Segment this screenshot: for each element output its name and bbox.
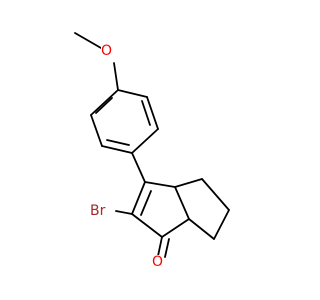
bond-alkene-double-inner xyxy=(140,190,152,216)
bond-cyclopentane-1 xyxy=(174,178,203,188)
bond-bromine-carbon xyxy=(115,210,133,215)
bond-aryl-double-2 xyxy=(106,139,130,146)
bond-aryl-5 xyxy=(146,96,159,130)
bond-alkene-double xyxy=(131,181,146,215)
bond-aryl-6 xyxy=(117,89,148,98)
molecule-canvas: O Br O xyxy=(74,32,230,270)
bond-cyclopentane-2 xyxy=(201,178,230,211)
bond-carbonyl-oxygen xyxy=(157,236,163,257)
bond-aryl-3 xyxy=(101,145,133,154)
molecule-structure xyxy=(74,32,230,258)
bond-ring-fusion-top xyxy=(174,186,190,220)
bond-aryl-1 xyxy=(90,89,119,116)
bond-aryl-double-1 xyxy=(95,97,113,114)
bond-cyclopentane-3 xyxy=(213,209,230,240)
methoxy-oxygen-label: O xyxy=(101,43,113,59)
bromine-label: Br xyxy=(90,203,106,219)
bond-methyl-oxygen xyxy=(74,32,102,49)
bond-alkene-single xyxy=(144,181,176,188)
bond-cyclopentane-4 xyxy=(188,218,215,240)
bond-aryl-double-3 xyxy=(141,100,151,126)
bond-aryl-to-ring xyxy=(131,152,146,183)
bond-carbonyl-oxygen-double xyxy=(164,238,170,258)
carbonyl-oxygen-label: O xyxy=(152,254,164,270)
bond-carbonyl-to-alkene xyxy=(131,213,163,238)
bond-aryl-2 xyxy=(90,114,103,147)
bond-oxygen-aryl xyxy=(113,62,119,91)
bond-aryl-4 xyxy=(131,128,159,154)
bond-ring-fusion-bottom xyxy=(161,218,190,238)
